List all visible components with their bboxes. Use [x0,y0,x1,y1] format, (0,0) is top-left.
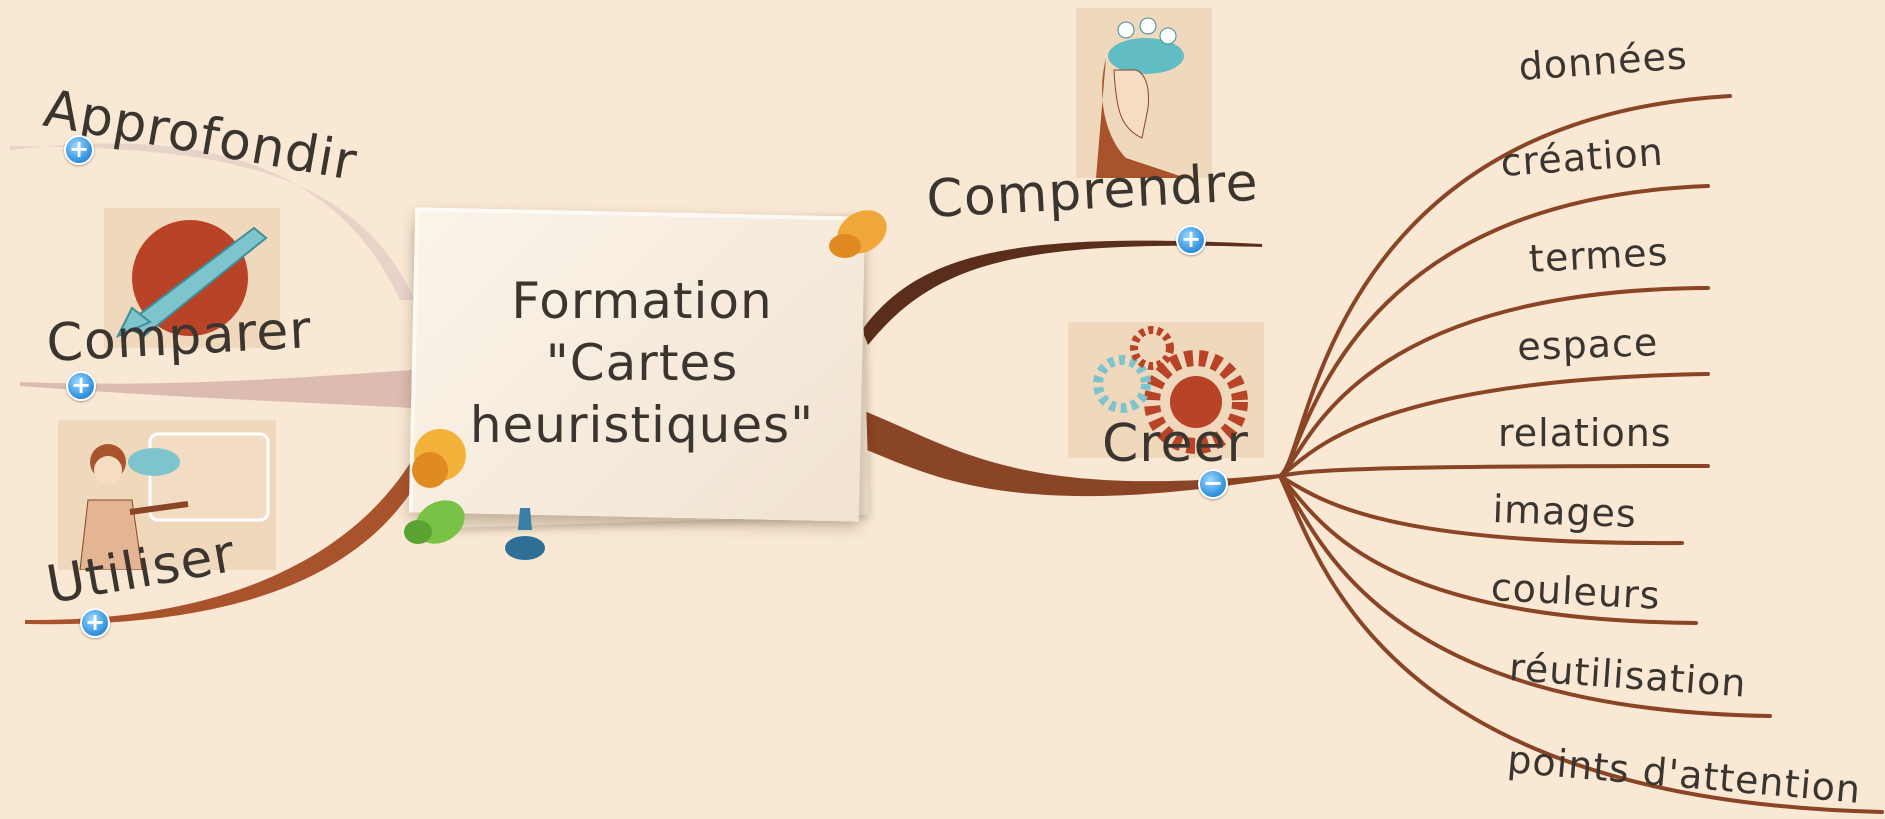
expand-utiliser-button[interactable]: + [80,608,110,638]
rocket-picture [104,208,280,348]
leaf-donnees[interactable]: données [1517,33,1689,89]
expand-approfondir-button[interactable]: + [64,135,94,165]
presenter-picture [58,420,276,571]
rocket-icon [115,220,268,339]
leaf-termes[interactable]: termes [1527,229,1670,281]
branch-comprendre-line [862,240,1262,345]
expand-comprendre-button[interactable]: + [1176,225,1206,255]
branch-comparer-label[interactable]: Comparer [45,300,314,374]
central-topic-line-1: Formation [511,272,773,330]
collapse-creer-button[interactable]: − [1198,469,1228,499]
leaf-creation[interactable]: création [1499,129,1665,185]
gears-picture [1068,322,1264,458]
branch-creer-label[interactable]: Creer [1102,414,1249,474]
creer-leaf-lines [1278,94,1884,814]
expand-comparer-button[interactable]: + [66,371,96,401]
leaf-relations[interactable]: relations [1498,411,1672,455]
thinking-woman-picture [1076,8,1212,178]
leaf-images[interactable]: images [1491,487,1638,537]
branch-creer-line [862,410,1280,497]
branch-utiliser-line [25,460,420,625]
central-topic[interactable]: Formation "Cartes heuristiques" [412,270,872,456]
leaf-line-termes [1278,286,1710,478]
leaf-couleurs[interactable]: couleurs [1489,565,1662,618]
central-topic-line-2: "Cartes [545,334,739,392]
presenter-woman-icon [79,432,270,571]
branch-comparer-line [20,370,412,408]
central-topic-line-3: heuristiques" [469,396,815,454]
thinking-woman-icon [1096,17,1186,178]
gears-icon [1093,326,1248,454]
leaf-espace[interactable]: espace [1516,320,1659,369]
